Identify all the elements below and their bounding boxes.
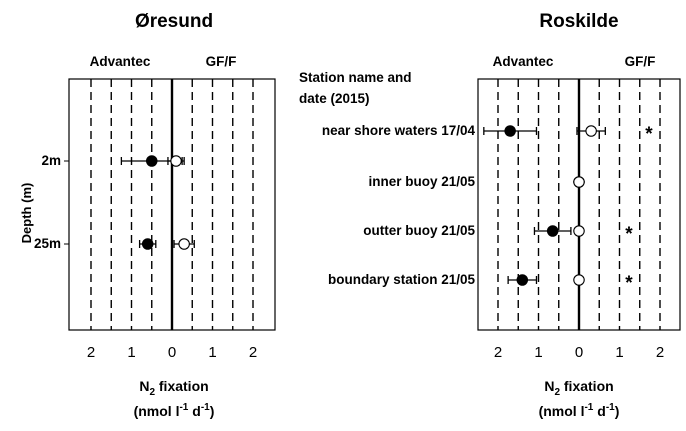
oresund-point-0-0 <box>146 155 158 167</box>
roskilde-group-gff: GF/F <box>625 54 656 69</box>
roskilde-title: Roskilde <box>539 11 618 32</box>
oresund-point-1-0 <box>170 155 182 167</box>
oresund-x-tick-2: 0 <box>168 344 176 361</box>
roskilde-panel: Roskilde Advantec GF/F Station name and … <box>299 11 681 419</box>
oresund-category-label-0: 2m <box>41 153 61 168</box>
roskilde-x-tick-0: 2 <box>494 344 502 361</box>
roskilde-y-axis-label-line-1: Station name and <box>299 70 412 85</box>
roskilde-category-label-0: near shore waters 17/04 <box>322 123 476 138</box>
roskilde-significance-marker-2: * <box>625 224 633 245</box>
roskilde-point-0-2 <box>546 225 559 237</box>
roskilde-point-1-1 <box>573 176 585 188</box>
roskilde-x-axis-label: N2 fixation <box>544 378 613 398</box>
roskilde-y-axis-label-line-2: date (2015) <box>299 91 370 106</box>
roskilde-x-tick-1: 1 <box>534 344 542 361</box>
oresund-x-axis-label: N2 fixation <box>139 378 208 398</box>
oresund-group-advantec: Advantec <box>90 54 151 69</box>
roskilde-significance-marker-0: * <box>645 124 653 145</box>
roskilde-point-1-0 <box>585 125 597 137</box>
roskilde-significance-marker-3: * <box>625 273 633 294</box>
oresund-x-tick-4: 2 <box>249 344 257 361</box>
roskilde-category-label-3: boundary station 21/05 <box>328 272 476 287</box>
oresund-title: Øresund <box>135 11 213 32</box>
roskilde-x-tick-3: 1 <box>615 344 623 361</box>
oresund-panel: Øresund Advantec GF/F Depth (m) N2 fixat… <box>19 11 276 419</box>
roskilde-point-1-2 <box>573 225 585 237</box>
oresund-point-0-1 <box>141 238 154 250</box>
roskilde-category-label-2: outter buoy 21/05 <box>363 223 475 238</box>
oresund-point-1-1 <box>178 238 190 250</box>
roskilde-category-label-1: inner buoy 21/05 <box>368 174 475 189</box>
oresund-x-tick-1: 1 <box>127 344 135 361</box>
oresund-x-tick-0: 2 <box>87 344 95 361</box>
roskilde-point-1-3 <box>573 274 585 286</box>
roskilde-point-0-3 <box>516 274 529 286</box>
roskilde-point-0-0 <box>504 125 516 137</box>
oresund-category-label-1: 25m <box>34 236 61 251</box>
roskilde-x-tick-2: 0 <box>575 344 583 361</box>
roskilde-x-tick-4: 2 <box>656 344 664 361</box>
oresund-group-gff: GF/F <box>206 54 237 69</box>
roskilde-x-axis-unit: (nmol l-1 d-1) <box>539 402 620 419</box>
oresund-x-axis-unit: (nmol l-1 d-1) <box>134 402 215 419</box>
oresund-x-tick-3: 1 <box>208 344 216 361</box>
roskilde-group-advantec: Advantec <box>493 54 554 69</box>
oresund-y-axis-label: Depth (m) <box>19 183 34 244</box>
